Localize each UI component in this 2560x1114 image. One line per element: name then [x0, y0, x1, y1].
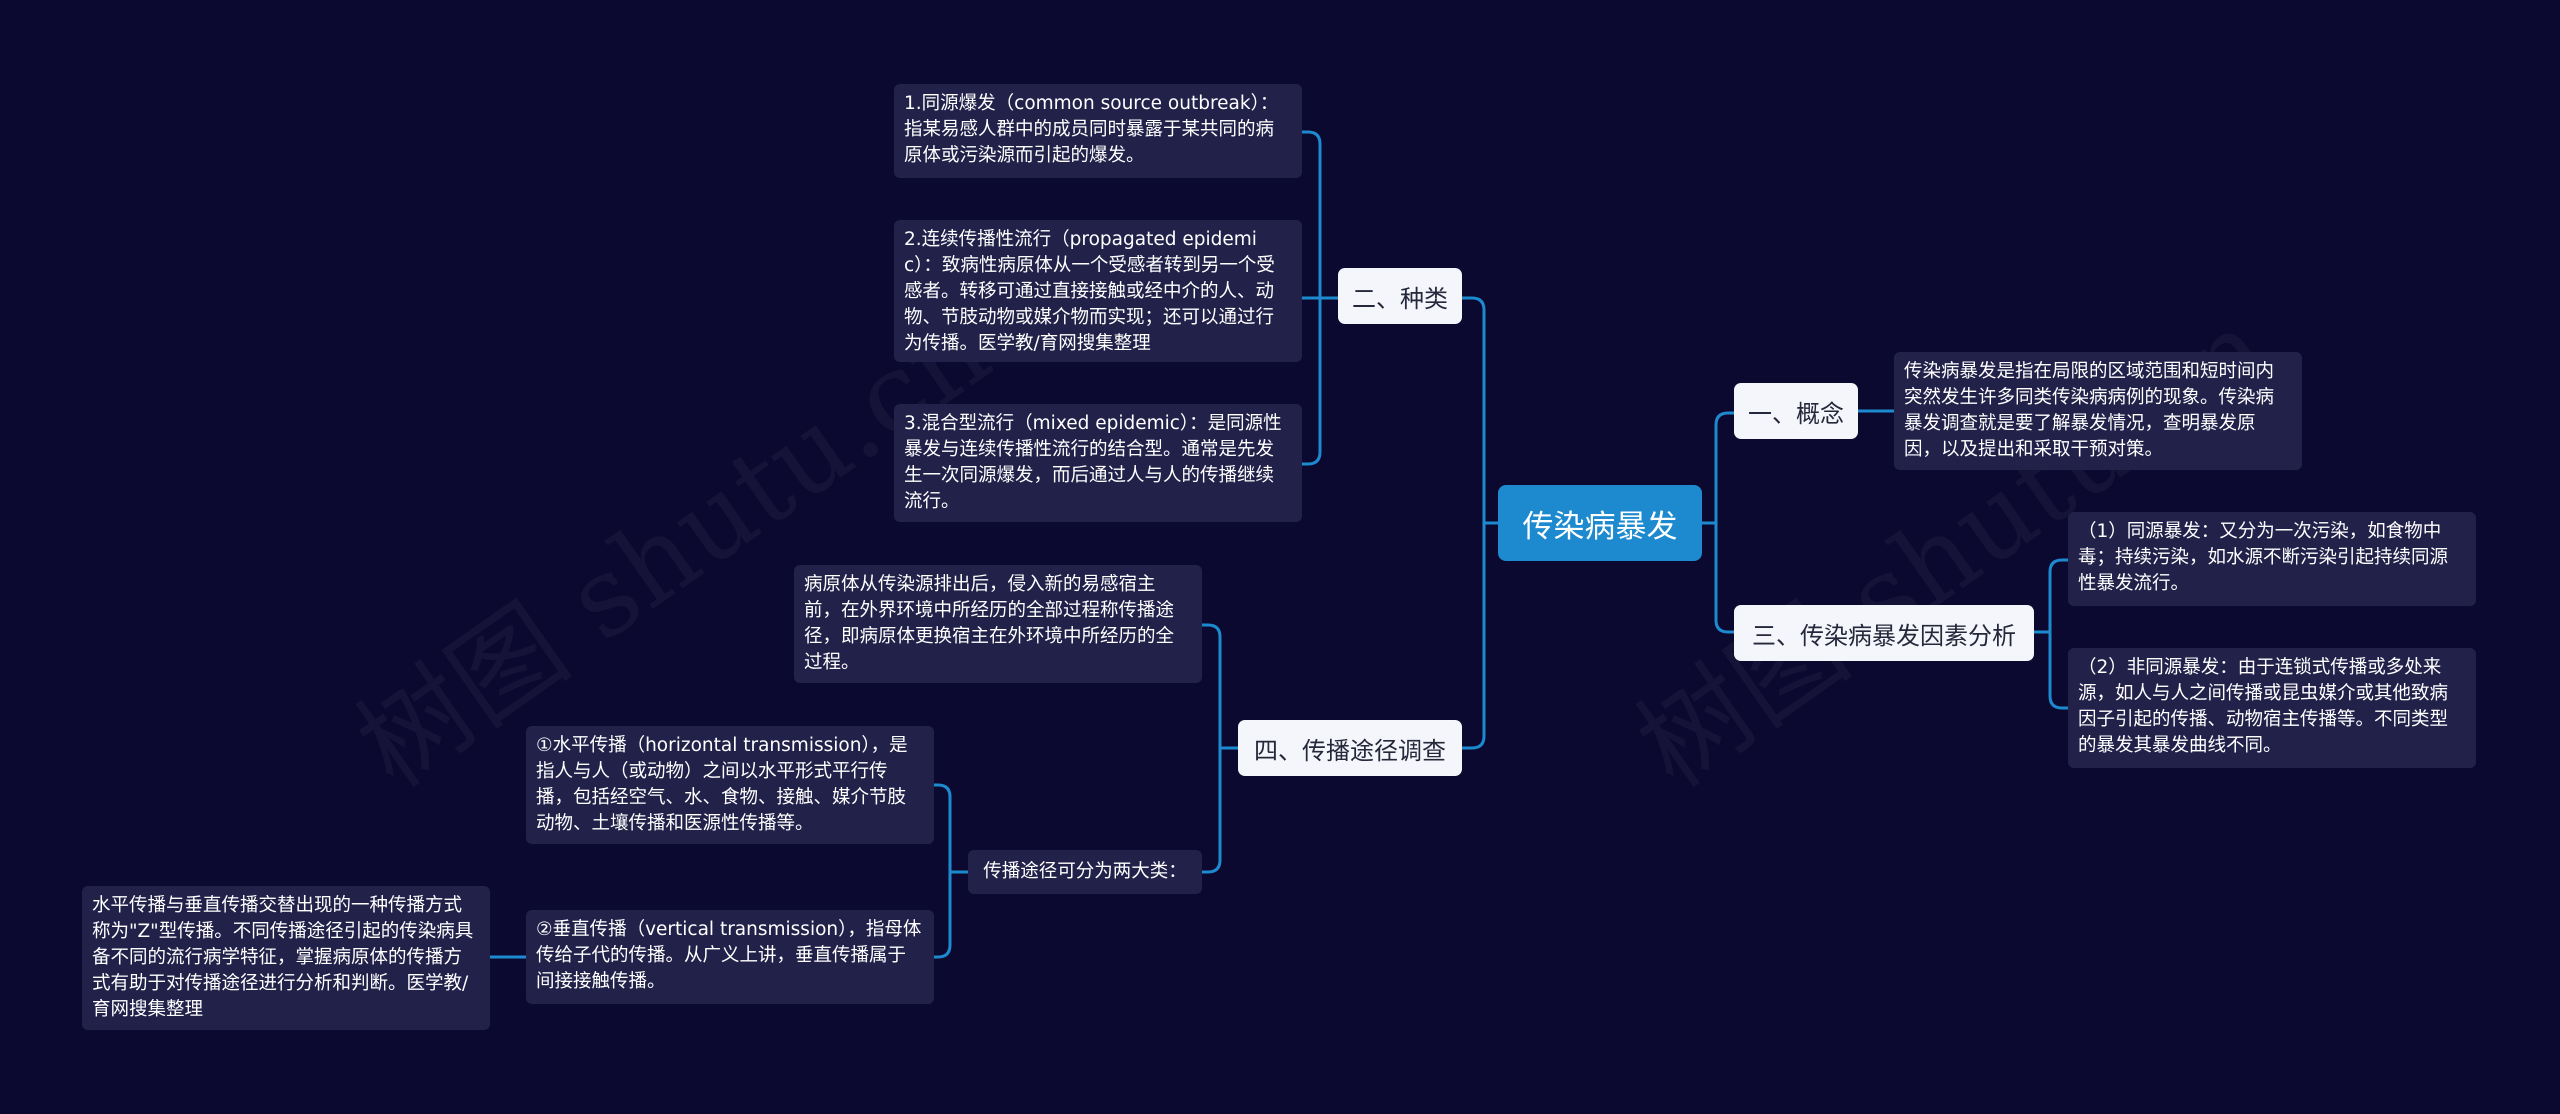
connector-root-routes [1460, 521, 1500, 750]
connector-factors-leaf-1 [2032, 558, 2070, 634]
routes-horizontal[interactable]: ①水平传播（horizontal transmission），是指人与人（或动物… [526, 726, 934, 844]
routes-note[interactable]: 水平传播与垂直传播交替出现的一种传播方式称为"Z"型传播。不同传播途径引起的传染… [82, 886, 490, 1030]
connector-routes-definition [1200, 623, 1240, 750]
routes-definition[interactable]: 病原体从传染源排出后，侵入新的易感宿主前，在外界环境中所经历的全部过程称传播途径… [794, 565, 1202, 683]
routes-two-types[interactable]: 传播途径可分为两大类： [968, 850, 1202, 894]
branch-routes[interactable]: 四、传播途径调查 [1238, 720, 1462, 776]
branch-factors[interactable]: 三、传染病暴发因素分析 [1734, 605, 2034, 661]
concept-leaf[interactable]: 传染病暴发是指在局限的区域范围和短时间内突然发生许多同类传染病病例的现象。传染病… [1894, 352, 2302, 470]
connector-two-types-vertical [930, 870, 970, 959]
types-leaf-1[interactable]: 1.同源爆发（common source outbreak）：指某易感人群中的成… [894, 84, 1302, 178]
branch-concept[interactable]: 一、概念 [1734, 383, 1858, 439]
connector-types-leaf-1 [1300, 130, 1340, 300]
types-leaf-2[interactable]: 2.连续传播性流行（propagated epidemic）：致病性病原体从一个… [894, 220, 1302, 362]
factors-leaf-1[interactable]: （1）同源暴发：又分为一次污染，如食物中毒；持续污染，如水源不断污染引起持续同源… [2068, 512, 2476, 606]
factors-leaf-2[interactable]: （2）非同源暴发：由于连锁式传播或多处来源，如人与人之间传播或昆虫媒介或其他致病… [2068, 648, 2476, 768]
connector-root-factors [1700, 521, 1736, 634]
connector-root-concept [1700, 411, 1736, 525]
routes-vertical[interactable]: ②垂直传播（vertical transmission），指母体传给子代的传播。… [526, 910, 934, 1004]
types-leaf-3[interactable]: 3.混合型流行（mixed epidemic）：是同源性暴发与连续传播性流行的结… [894, 404, 1302, 522]
connector-two-types-horizontal [930, 783, 970, 874]
connector-routes-two-types [1200, 746, 1240, 874]
root-node[interactable]: 传染病暴发 [1498, 485, 1702, 561]
connector-types-leaf-3 [1300, 296, 1340, 466]
branch-types[interactable]: 二、种类 [1338, 268, 1462, 324]
connector-root-types [1460, 296, 1500, 525]
connector-factors-leaf-2 [2032, 630, 2070, 710]
